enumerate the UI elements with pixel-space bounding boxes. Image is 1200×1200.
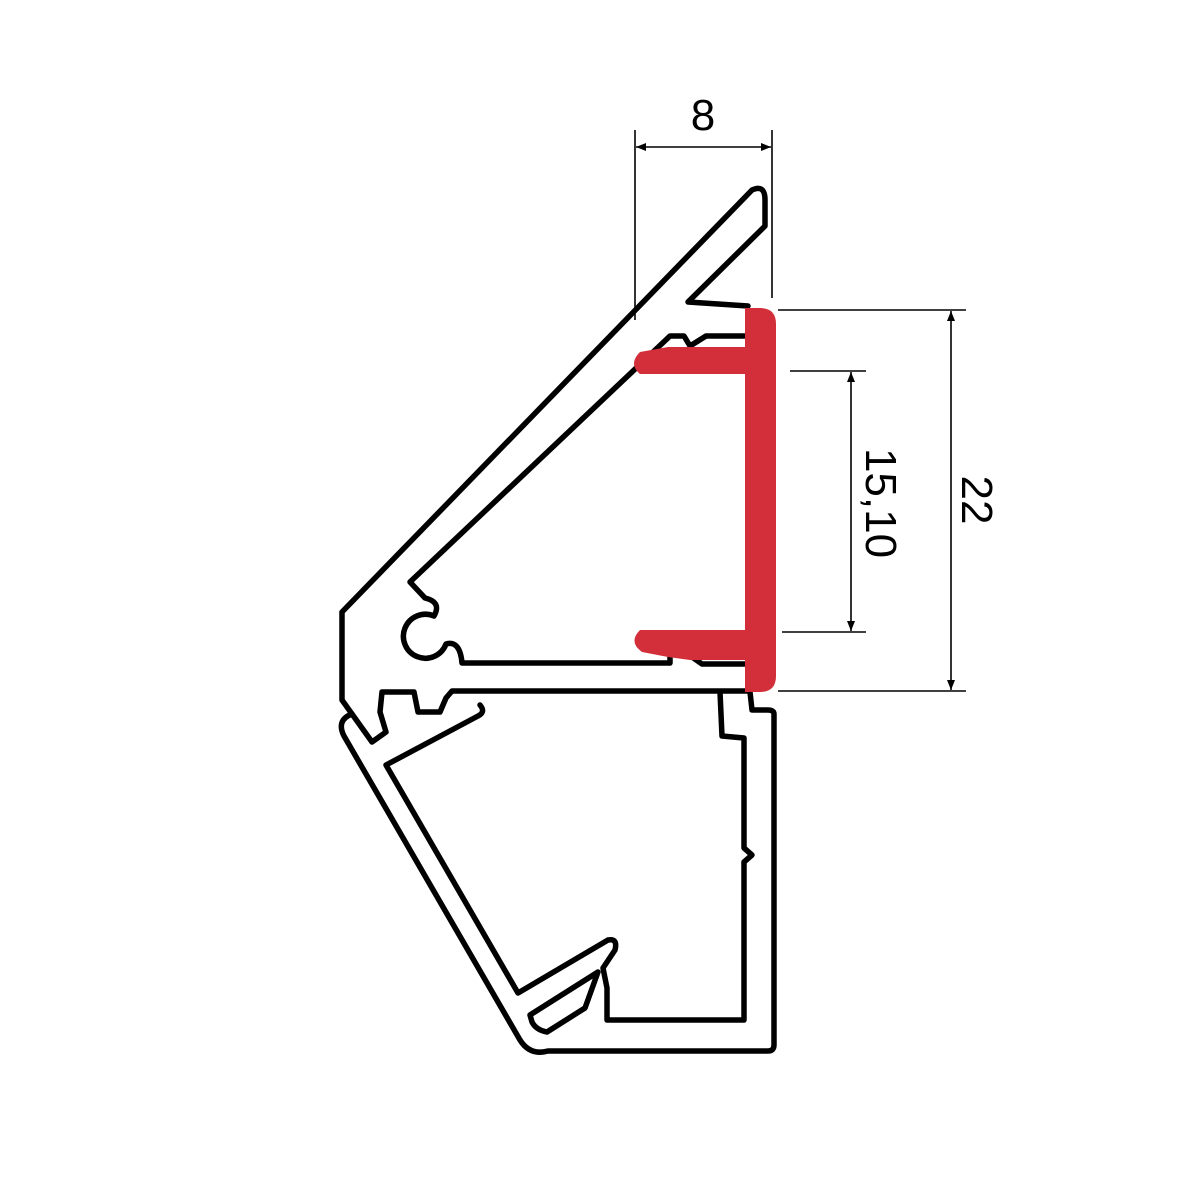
dimension-label-width: 8 [691,91,715,140]
lower-profile-inner [383,689,755,1023]
dimension-label-inner-height: 15,10 [856,448,905,558]
upper-profile-outline [339,185,768,745]
clip-piece [527,969,601,1035]
lower-profile-outline [338,689,777,1055]
insert-piece [634,308,776,692]
dimension-label-total-height: 22 [952,476,1001,525]
